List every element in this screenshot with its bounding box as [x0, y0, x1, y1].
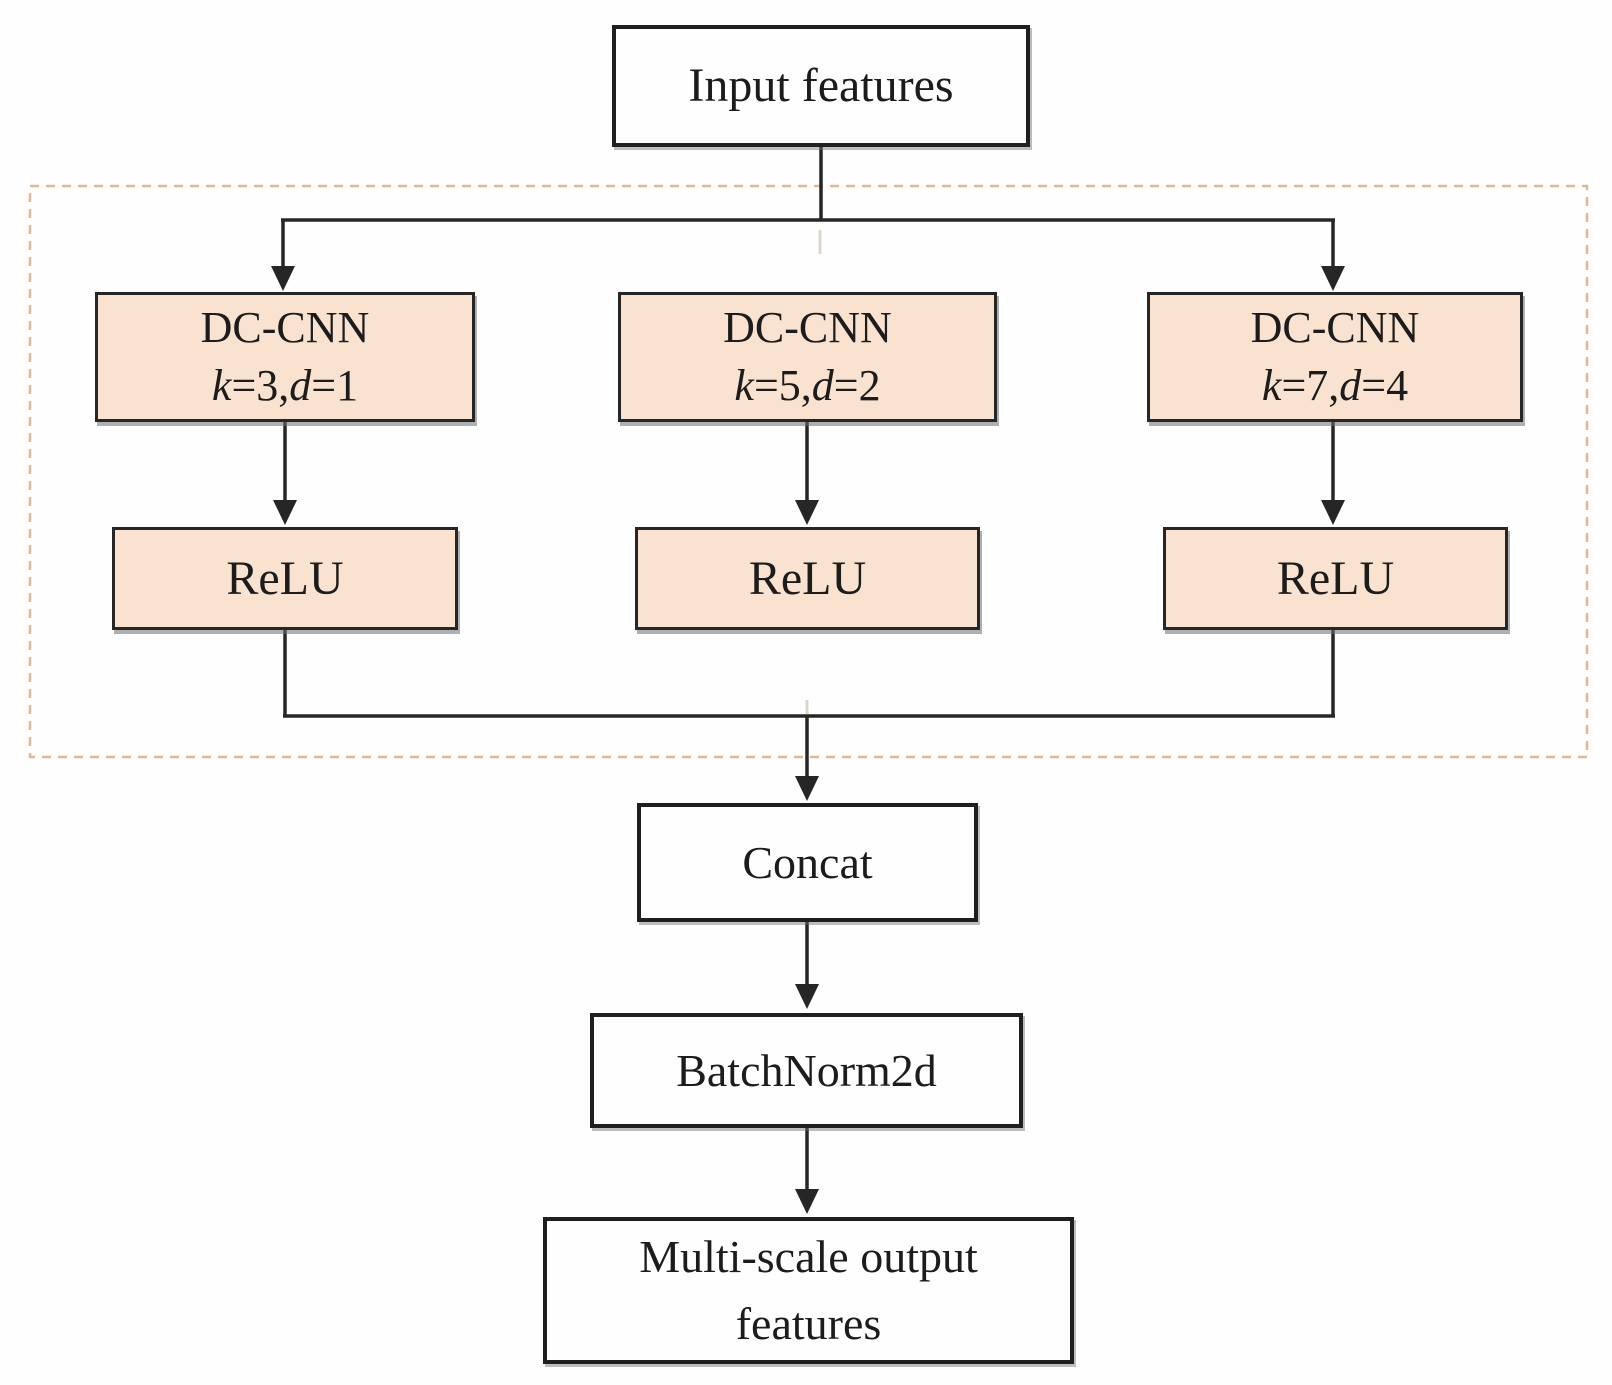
dccnn-2-param-k: k: [734, 361, 754, 410]
relu-3-label: ReLU: [1276, 551, 1395, 605]
arrowhead-batchnorm-to-output: [795, 1189, 819, 1214]
dccnn-3-param-kval: =7,: [1281, 361, 1340, 410]
dccnn-2-title: DC-CNN: [723, 302, 892, 352]
dccnn-3-title: DC-CNN: [1250, 302, 1420, 352]
dccnn-2-param-d: d: [811, 361, 834, 410]
batchnorm2d-label: BatchNorm2d: [676, 1044, 937, 1096]
concat-box: Concat: [637, 803, 978, 922]
concat-label: Concat: [742, 836, 873, 888]
dccnn-3-param-d: d: [1339, 361, 1362, 410]
dccnn-block-2: DC-CNN k=5,d=2: [618, 292, 997, 422]
relu-block-1: ReLU: [112, 527, 458, 630]
dccnn-1-param-kval: =3,: [231, 361, 290, 410]
relu-2-label: ReLU: [748, 551, 867, 605]
dccnn-2-params: k=5,d=2: [734, 357, 880, 415]
arrowhead-dccnn3-to-relu3: [1321, 500, 1345, 525]
dccnn-1-title: DC-CNN: [200, 302, 370, 352]
relu-block-2: ReLU: [635, 527, 980, 630]
output-features-label-line1: Multi-scale output: [639, 1230, 978, 1282]
batchnorm2d-box: BatchNorm2d: [590, 1013, 1023, 1128]
arrowhead-merge-to-concat: [795, 776, 819, 801]
dccnn-2-param-kval: =5,: [753, 361, 812, 410]
dccnn-block-1: DC-CNN k=3,d=1: [95, 292, 475, 422]
arrowhead-to-dccnn-3: [1321, 266, 1345, 291]
relu-block-3: ReLU: [1163, 527, 1508, 630]
arrowhead-concat-to-batchnorm: [795, 984, 819, 1009]
relu-1-label: ReLU: [226, 551, 344, 605]
dashed-branch-container: [28, 184, 1589, 759]
dccnn-1-param-d: d: [289, 361, 312, 410]
dccnn-3-params: k=7,d=4: [1262, 357, 1408, 415]
input-features-label: Input features: [688, 59, 954, 112]
dccnn-3-param-k: k: [1261, 361, 1282, 410]
dccnn-2-param-dval: =2: [833, 361, 881, 410]
dccnn-3-param-dval: =4: [1361, 361, 1409, 410]
dccnn-1-param-k: k: [211, 361, 232, 410]
dccnn-block-3: DC-CNN k=7,d=4: [1147, 292, 1523, 422]
arrowhead-dccnn2-to-relu2: [795, 500, 819, 525]
arrowhead-dccnn1-to-relu1: [273, 500, 297, 525]
output-features-label-line2: features: [735, 1297, 882, 1349]
input-features-box: Input features: [612, 25, 1030, 147]
dccnn-1-params: k=3,d=1: [212, 357, 358, 415]
dccnn-1-param-dval: =1: [311, 361, 359, 410]
output-features-box: Multi-scale output features: [543, 1217, 1074, 1364]
arrowhead-to-dccnn-1: [271, 266, 295, 291]
